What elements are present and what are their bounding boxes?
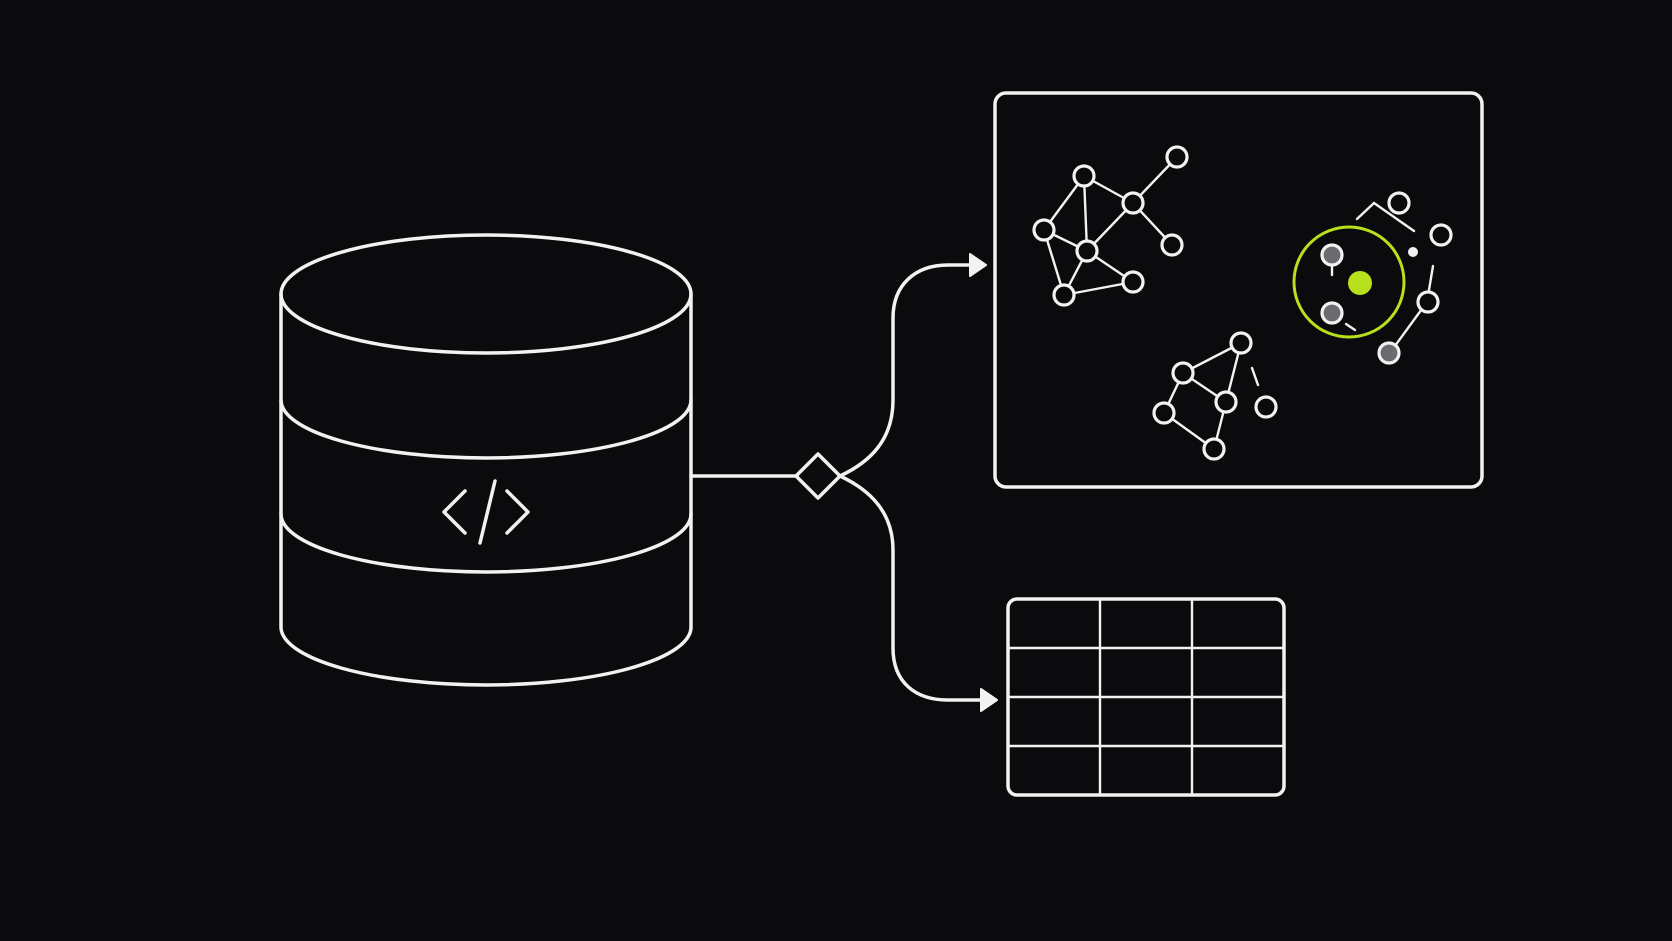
graph-node — [1072, 164, 1096, 188]
graph-node — [1320, 301, 1344, 325]
database-body — [279, 292, 693, 687]
table-grid — [1006, 597, 1286, 797]
junction-diamond — [794, 452, 842, 500]
graph-cluster-3 — [1292, 191, 1453, 365]
graph-node — [1052, 283, 1076, 307]
graph-node — [1416, 290, 1440, 314]
graph-panel — [993, 91, 1484, 489]
graph-node — [1152, 401, 1176, 425]
graph-panel-frame — [993, 91, 1484, 489]
database-band-2 — [279, 512, 693, 574]
graph-node — [1229, 331, 1253, 355]
branch-to-graph — [838, 263, 977, 478]
database-cylinder — [279, 233, 693, 687]
graph-node — [1171, 361, 1195, 385]
graph-node — [1387, 191, 1411, 215]
graph-cluster-2 — [1152, 331, 1278, 461]
graph-node — [1160, 233, 1184, 257]
graph-node — [1429, 223, 1453, 247]
graph-node — [1377, 341, 1401, 365]
graph-node — [1202, 437, 1226, 461]
graph-node — [1214, 390, 1238, 414]
connectors — [689, 253, 998, 712]
arrowhead-table — [980, 688, 998, 712]
graph-node — [1165, 145, 1189, 169]
selected-node — [1348, 271, 1372, 295]
branch-to-table — [838, 474, 987, 702]
graph-dot — [1408, 247, 1418, 257]
graph-node — [1075, 239, 1099, 263]
graph-node — [1254, 395, 1278, 419]
database-band-1 — [279, 398, 693, 460]
graph-node — [1320, 243, 1344, 267]
code-brackets-icon — [442, 479, 530, 545]
arrowhead-graph — [969, 253, 987, 277]
graph-node — [1121, 270, 1145, 294]
graph-node — [1032, 218, 1056, 242]
database-top — [279, 233, 693, 355]
selection-ring — [1292, 225, 1406, 339]
graph-node — [1121, 191, 1145, 215]
graph-cluster-1 — [1032, 145, 1189, 307]
